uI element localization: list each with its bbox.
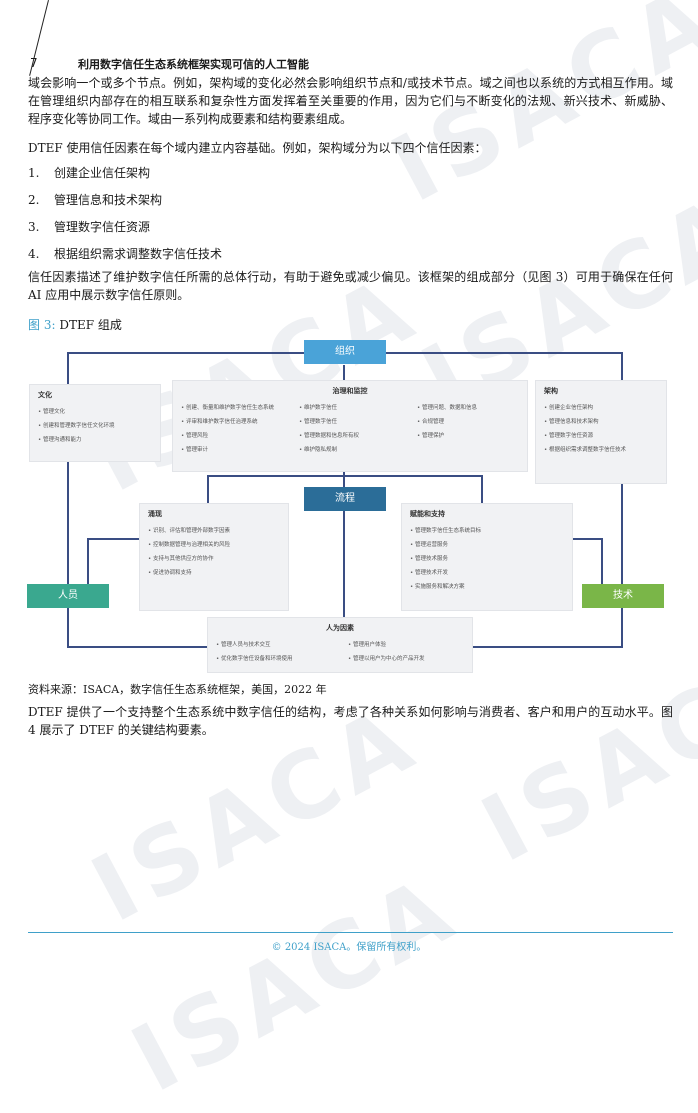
running-head: 利用数字信任生态系统框架实现可信的人工智能 [78,58,309,71]
emergence-box: 涌现 识别、评估和管理外部数字因素 控制数据管理与治理相关的风险 支持与其他供应… [139,503,289,611]
list-item: 管理技术服务 [410,552,572,566]
list-item: 管理数字信任 [299,415,409,429]
list-item: 1.创建企业信任架构 [28,166,151,180]
list-item: 控制数据管理与治理相关的风险 [148,538,288,552]
closing-paragraph: DTEF 提供了一个支持整个生态系统中数字信任的结构，考虑了各种关系如何影响与消… [28,705,673,737]
watermark: ISACA [465,624,698,883]
governance-box: 治理和监控 创建、衡量和维护数字信任生态系统 评审和维护数字信任治理系统 管理风… [172,380,528,472]
page-number: 7 [30,56,38,70]
org-node: 组织 [304,340,386,364]
governance-title: 治理和监控 [332,387,368,395]
human-factors-title: 人为因素 [326,624,354,632]
list-item: 2.管理信息和技术架构 [28,193,163,207]
people-node: 人员 [27,584,109,608]
list-item: 合规管理 [417,415,527,429]
list-item: 管理审计 [181,443,291,457]
architecture-box: 架构 创建企业信任架构 管理信息和技术架构 管理数字信任资源 根据组织需求调整数… [535,380,667,484]
list-item: 维护隐私规制 [299,443,409,457]
list-item: 维护数字信任 [299,401,409,415]
tech-node: 技术 [582,584,664,608]
figure-source: 资料来源：ISACA，数字信任生态系统框架，美国，2022 年 [28,683,327,696]
trust-intro: DTEF 使用信任因素在每个域内建立内容基础。例如，架构域分为以下四个信任因素： [28,141,487,155]
list-item: 评审和维护数字信任治理系统 [181,415,291,429]
copyright-footer: © 2024 ISACA。保留所有权利。 [271,942,427,953]
culture-title: 文化 [38,391,52,399]
list-item: 管理数字信任资源 [544,429,666,443]
emergence-title: 涌现 [148,510,162,518]
process-node: 流程 [304,487,386,511]
list-item: 优化数字信任设备和环境使用 [216,652,340,666]
list-item: 管理人员与技术交互 [216,638,340,652]
list-item: 创建和管理数字信任文化环境 [38,419,160,433]
list-item: 管理风险 [181,429,291,443]
list-item: 管理运营服务 [410,538,572,552]
human-factors-box: 人为因素 管理人员与技术交互 优化数字信任设备和环境使用 管理用户体验 管理以用… [207,617,473,673]
list-item: 3.管理数字信任资源 [28,220,151,234]
list-item: 管理数据和信息所有权 [299,429,409,443]
list-item: 管理用户体验 [348,638,472,652]
list-item: 管理沟通和能力 [38,433,160,447]
factor-paragraph: 信任因素描述了维护数字信任所需的总体行动，有助于避免或减少偏见。该框架的组成部分… [28,270,673,302]
culture-box: 文化 管理文化 创建和管理数字信任文化环境 管理沟通和能力 [29,384,161,462]
intro-paragraph: 域会影响一个或多个节点。例如，架构域的变化必然会影响组织节点和/或技术节点。域之… [28,76,673,126]
footer-rule [28,932,673,933]
list-item: 管理信息和技术架构 [544,415,666,429]
list-item: 创建、衡量和维护数字信任生态系统 [181,401,291,415]
list-item: 管理文化 [38,405,160,419]
list-item: 支持与其他供应方的协作 [148,552,288,566]
list-item: 根据组织需求调整数字信任技术 [544,443,666,457]
list-item: 管理保护 [417,429,527,443]
list-item: 管理问题、数据和信息 [417,401,527,415]
list-item: 管理技术开发 [410,566,572,580]
list-item: 4.根据组织需求调整数字信任技术 [28,247,223,261]
list-item: 管理以用户为中心的产品开发 [348,652,472,666]
enablement-box: 赋能和支持 管理数字信任生态系统目标 管理运营服务 管理技术服务 管理技术开发 … [401,503,573,611]
figure-caption: 图 3: DTEF 组成 [28,318,122,332]
list-item: 促进协调和支持 [148,566,288,580]
list-item: 管理数字信任生态系统目标 [410,524,572,538]
enablement-title: 赋能和支持 [410,510,445,518]
list-item: 创建企业信任架构 [544,401,666,415]
architecture-title: 架构 [544,387,558,395]
list-item: 识别、评估和管理外部数字因素 [148,524,288,538]
list-item: 实施服务和解决方案 [410,580,572,594]
